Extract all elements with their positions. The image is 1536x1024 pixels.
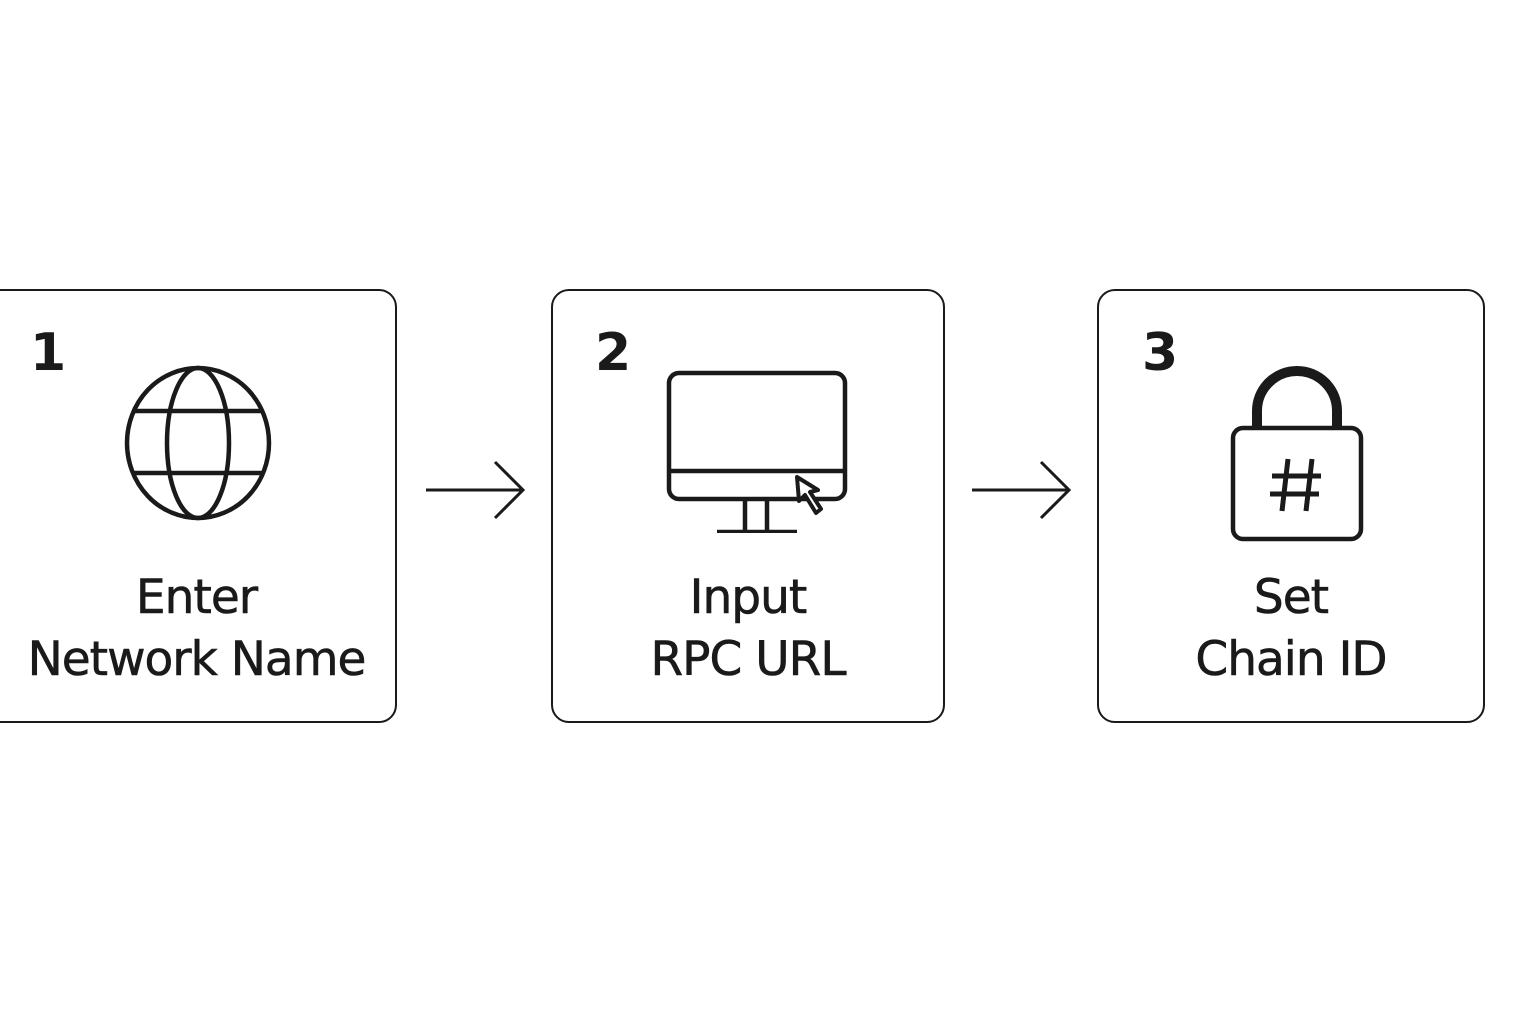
arrow-right-icon — [424, 459, 528, 525]
step-label-line-1: Enter — [135, 570, 259, 626]
globe-icon — [123, 363, 273, 527]
lock-hash-icon — [1229, 363, 1365, 547]
step-label-line-2: Chain ID — [1195, 632, 1388, 688]
step-number: 1 — [30, 323, 67, 383]
step-number: 2 — [595, 323, 632, 383]
step-label: Input RPC URL — [553, 567, 943, 691]
step-label: Enter Network Name — [0, 567, 395, 691]
step-label-line-2: RPC URL — [650, 632, 847, 688]
step-number: 3 — [1142, 323, 1179, 383]
step-label-line-1: Input — [689, 570, 807, 626]
step-card-input-rpc-url: 2 Input RPC URL — [551, 289, 945, 723]
step-card-enter-network-name: 1 Enter Network Name — [0, 289, 397, 723]
step-card-set-chain-id: 3 Set Chain ID — [1097, 289, 1485, 723]
step-label: Set Chain ID — [1099, 567, 1483, 691]
step-label-line-1: Set — [1253, 570, 1330, 626]
step-label-line-2: Network Name — [27, 632, 366, 688]
arrow-right-icon — [970, 459, 1074, 525]
monitor-cursor-icon — [665, 363, 851, 537]
